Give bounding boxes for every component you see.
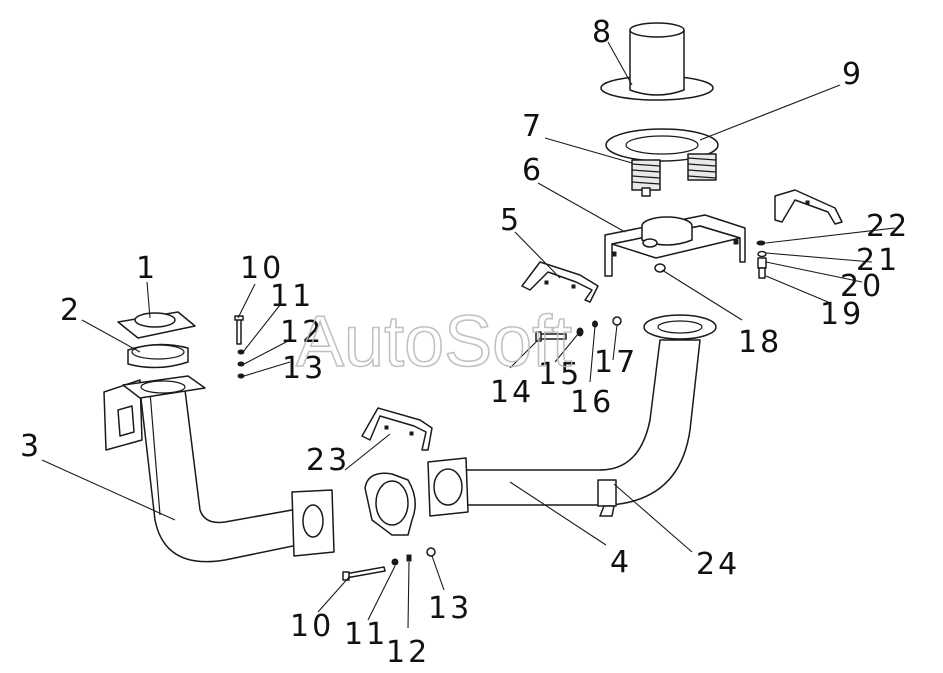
parts-14-17-fasteners	[535, 316, 622, 342]
part-2-gasket	[127, 343, 189, 369]
callout-13-upper: 13	[282, 351, 326, 386]
part-1-flange	[117, 311, 196, 339]
callout-6: 6	[522, 153, 544, 188]
callout-4: 4	[610, 545, 632, 580]
callout-9: 9	[842, 57, 864, 92]
leader-lines	[41, 41, 896, 629]
part-4-main-exhaust-pipe	[427, 314, 717, 517]
callout-18: 18	[738, 325, 782, 360]
callout-1: 1	[136, 251, 158, 286]
part-3-bent-pipe	[103, 379, 335, 563]
callout-11-upper: 11	[270, 279, 314, 314]
callout-24: 24	[696, 547, 740, 582]
callout-17: 17	[594, 345, 638, 380]
callout-11-lower: 11	[344, 617, 388, 652]
pipe-top-flange	[122, 375, 206, 399]
callout-2: 2	[60, 293, 82, 328]
callout-12-upper: 12	[280, 315, 324, 350]
part-22-bracket	[774, 189, 843, 225]
callout-12-lower: 12	[386, 635, 430, 670]
part-8-stack-cap	[600, 22, 714, 101]
callout-23: 23	[306, 443, 350, 478]
callout-10-lower: 10	[290, 609, 334, 644]
pipe-clamp-ring	[364, 472, 416, 536]
callout-3: 3	[20, 429, 42, 464]
callout-15: 15	[538, 357, 582, 392]
callout-8: 8	[592, 15, 614, 50]
part-9-flange-plate	[605, 128, 719, 162]
callout-21: 21	[856, 243, 900, 278]
callout-19: 19	[820, 297, 864, 332]
callout-20: 20	[840, 269, 884, 304]
callout-labels: 1 2 3 4 5 6 7 8 9 10 11 12 13 10 11 12 1…	[20, 15, 910, 670]
callout-5: 5	[500, 203, 522, 238]
part-7-springs	[631, 153, 717, 197]
part-23-bracket	[361, 407, 433, 451]
part-6-mounting-bracket	[604, 214, 746, 277]
callout-7: 7	[522, 109, 544, 144]
part-5-bracket	[521, 261, 599, 303]
parts-10-13-upper-fasteners	[234, 315, 245, 379]
callout-22: 22	[866, 209, 910, 244]
callout-13-lower: 13	[428, 591, 472, 626]
callout-14: 14	[490, 375, 534, 410]
parts-10-13-lower-fasteners	[342, 547, 436, 581]
parts-19-22-bolt-set	[756, 240, 767, 279]
watermark-text: AutoSoft	[296, 302, 572, 382]
callout-16: 16	[570, 385, 614, 420]
callout-10-upper: 10	[240, 251, 284, 286]
